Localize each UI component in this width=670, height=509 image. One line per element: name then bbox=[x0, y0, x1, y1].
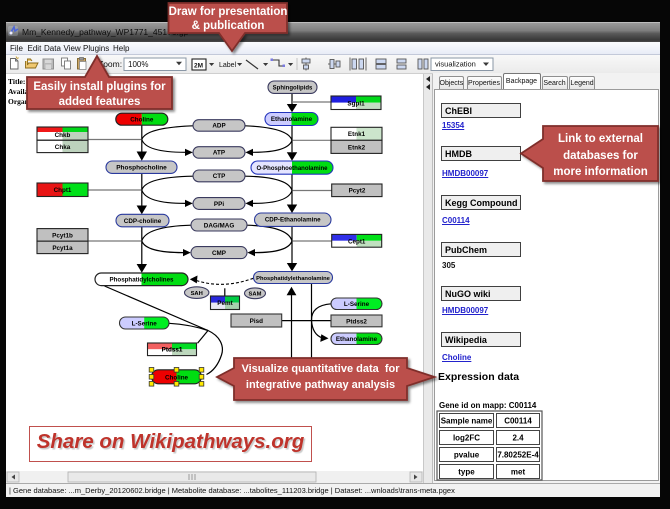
svg-text:Cept1: Cept1 bbox=[348, 238, 366, 245]
svg-text:Ptdss1: Ptdss1 bbox=[162, 347, 183, 354]
svg-text:Chkb: Chkb bbox=[55, 132, 71, 139]
svg-text:log2FC: log2FC bbox=[453, 434, 480, 443]
svg-text:C00114: C00114 bbox=[504, 417, 532, 426]
svg-text:pvalue: pvalue bbox=[454, 451, 480, 460]
svg-text:Sample name: Sample name bbox=[441, 417, 493, 426]
svg-text:Chka: Chka bbox=[55, 144, 71, 151]
svg-text:CTP: CTP bbox=[213, 173, 226, 180]
svg-text:Ethanolamine: Ethanolamine bbox=[336, 336, 378, 343]
svg-text:Ptdss1: Ptdss1 bbox=[162, 347, 183, 354]
svg-text:met: met bbox=[511, 468, 526, 477]
svg-text:Chpt1: Chpt1 bbox=[54, 187, 72, 194]
svg-text:visualization: visualization bbox=[435, 60, 476, 69]
svg-text:ATP: ATP bbox=[213, 150, 225, 157]
svg-text:CDP-choline: CDP-choline bbox=[124, 218, 162, 225]
svg-text:Etnk2: Etnk2 bbox=[348, 144, 366, 151]
svg-text:2.4: 2.4 bbox=[512, 434, 524, 443]
svg-text:Sphingolipids: Sphingolipids bbox=[273, 85, 313, 91]
svg-text:CDP-Ethanolamine: CDP-Ethanolamine bbox=[265, 217, 321, 224]
svg-text:DAG/MAG: DAG/MAG bbox=[204, 222, 235, 229]
svg-text:Sgpl1: Sgpl1 bbox=[347, 100, 365, 107]
svg-text:Pcyt1b: Pcyt1b bbox=[52, 232, 73, 239]
svg-text:Phosphatidylethanolamine: Phosphatidylethanolamine bbox=[256, 276, 331, 282]
svg-text:Pemt: Pemt bbox=[217, 300, 233, 307]
svg-text:Choline: Choline bbox=[130, 117, 154, 124]
svg-text:Ptdss2: Ptdss2 bbox=[346, 318, 367, 325]
svg-text:Pcyt1a: Pcyt1a bbox=[52, 245, 73, 252]
svg-text:2M: 2M bbox=[194, 63, 203, 70]
svg-text:Phosphatidylcholines: Phosphatidylcholines bbox=[110, 277, 175, 284]
svg-text:type: type bbox=[458, 468, 475, 477]
svg-text:CMP: CMP bbox=[212, 250, 226, 257]
svg-text:SAH: SAH bbox=[191, 291, 203, 297]
svg-text:O-Phosphoethanolamine: O-Phosphoethanolamine bbox=[256, 166, 328, 172]
svg-text:Choline: Choline bbox=[165, 374, 189, 381]
svg-text:L-Serine: L-Serine bbox=[344, 301, 370, 308]
svg-text:L-Serine: L-Serine bbox=[132, 320, 158, 327]
svg-text:Phosphocholine: Phosphocholine bbox=[116, 165, 167, 172]
svg-text:7.80252E-4: 7.80252E-4 bbox=[497, 451, 539, 460]
svg-text:Ethanolamine: Ethanolamine bbox=[271, 116, 313, 123]
svg-text:PPi: PPi bbox=[214, 201, 224, 208]
svg-text:ADP: ADP bbox=[212, 123, 225, 130]
svg-text:Pisd: Pisd bbox=[250, 318, 263, 325]
svg-text:SAM: SAM bbox=[249, 292, 262, 298]
svg-text:Label: Label bbox=[219, 62, 237, 69]
svg-text:100%: 100% bbox=[128, 60, 148, 69]
svg-text:Etnk1: Etnk1 bbox=[348, 131, 366, 138]
svg-text:Zoom:: Zoom: bbox=[98, 59, 122, 69]
svg-text:Pcyt2: Pcyt2 bbox=[349, 188, 366, 195]
